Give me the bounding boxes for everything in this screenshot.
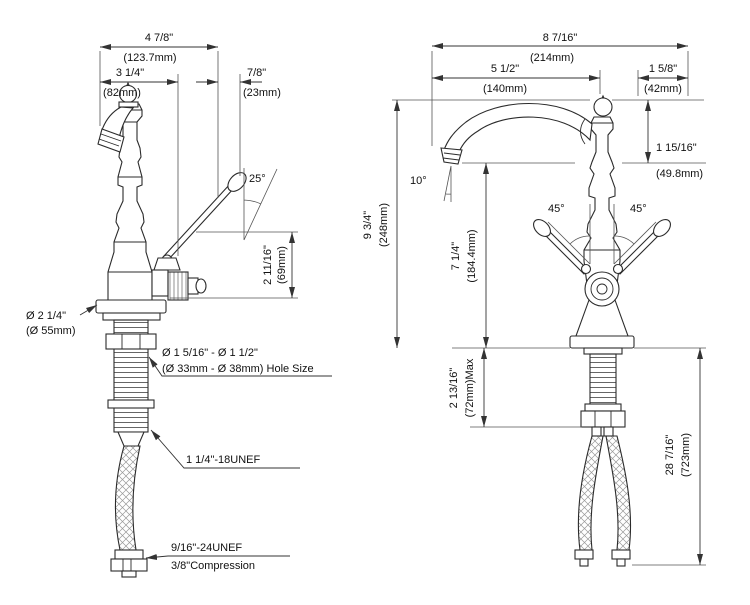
dim-overall-depth-mm: (123.7mm) <box>123 52 176 64</box>
dim-handle-back-in: 7/8" <box>247 67 266 79</box>
dim-handle-height-mm: (69mm) <box>276 246 288 284</box>
front-supply-hose-left <box>577 435 604 551</box>
left-valve-assembly <box>151 257 207 301</box>
front-handle-right <box>612 219 671 275</box>
left-base-flange <box>95 299 167 314</box>
dim-hole-size-mm: (Ø 33mm - Ø 38mm) Hole Size <box>162 363 314 375</box>
front-hose-fittings <box>574 549 631 567</box>
left-finial <box>118 81 139 108</box>
dim-handle-offset-in: 1 5/8" <box>649 63 677 75</box>
left-supply-hose <box>114 445 141 551</box>
front-handle-left-knob <box>533 219 551 237</box>
front-dimensions: 8 7/16" (214mm) 5 1/2" (140mm) 1 5/8" (4… <box>362 32 706 566</box>
front-spout <box>443 103 593 153</box>
left-knurled-nut <box>167 271 189 301</box>
left-mounting-nut <box>105 333 157 350</box>
angle-45-right-lines <box>613 204 657 265</box>
front-faucet <box>440 94 671 567</box>
front-handle-left <box>533 219 592 275</box>
left-washer <box>107 399 155 409</box>
left-extension-lines <box>99 51 298 299</box>
front-extension-lines <box>392 51 706 566</box>
label-hose-thread: 9/16"-24UNEF <box>171 542 242 554</box>
front-valve-body <box>584 271 620 307</box>
front-washer <box>584 403 622 412</box>
left-hose-adapter <box>117 431 145 447</box>
dim-spout-reach-in: 5 1/2" <box>491 63 519 75</box>
dim-spout-height-in: 7 1/4" <box>450 242 462 270</box>
angle-spout-label: 10° <box>410 175 427 187</box>
angle-25-lines <box>243 168 278 241</box>
left-base-step <box>102 312 161 321</box>
dim-deck-thickness-in: 2 13/16" <box>448 368 460 409</box>
leader-hole-size <box>148 356 332 377</box>
left-handle-knob <box>227 172 247 192</box>
dim-hole-size-in: Ø 1 5/16" - Ø 1 1/2" <box>162 347 258 359</box>
front-handle-right-knob <box>653 219 671 237</box>
front-aerator <box>440 147 463 165</box>
dim-overall-height-mm: (248mm) <box>378 203 390 247</box>
left-faucet <box>95 81 247 578</box>
front-base-flange <box>569 335 635 349</box>
leader-base-diameter <box>79 304 98 316</box>
dim-spout-drop-in: 1 15/16" <box>656 142 697 154</box>
dim-spout-to-body-in: 3 1/4" <box>116 67 144 79</box>
dim-overall-width-in: 8 7/16" <box>543 32 578 44</box>
front-supply-hose-right <box>605 435 632 551</box>
front-mounting-nut <box>580 410 626 428</box>
dim-handle-back-mm: (23mm) <box>243 87 281 99</box>
angle-45-left-lines <box>547 204 591 265</box>
dim-hose-length-in: 28 7/16" <box>664 435 676 476</box>
front-column-accents <box>576 122 628 337</box>
dim-base-diameter-mm: (Ø 55mm) <box>26 325 76 337</box>
dim-overall-depth-in: 4 7/8" <box>145 32 173 44</box>
angle-handle-right-label: 45° <box>630 203 647 215</box>
left-dimensions: 4 7/8" (123.7mm) 3 1/4" (82mm) 7/8" (23m… <box>26 32 332 572</box>
angle-10-lines <box>443 165 452 202</box>
left-aerator <box>97 128 125 153</box>
dim-spout-drop-mm: (49.8mm) <box>656 168 703 180</box>
dim-overall-width-mm: (214mm) <box>530 52 574 64</box>
dim-base-diameter-in: Ø 2 1/4" <box>26 310 66 322</box>
angle-handle-label: 25° <box>249 173 266 185</box>
dim-spout-reach-mm: (140mm) <box>483 83 527 95</box>
dim-handle-height-in: 2 11/16" <box>262 245 274 285</box>
front-spout-band <box>580 118 586 145</box>
dim-overall-height-in: 9 3/4" <box>362 211 374 239</box>
left-hose-fitting <box>110 549 148 578</box>
left-handle <box>161 172 247 266</box>
front-view: 8 7/16" (214mm) 5 1/2" (140mm) 1 5/8" (4… <box>362 32 706 567</box>
front-tailpiece-left <box>591 426 602 437</box>
front-tailpiece-right <box>603 426 614 437</box>
front-finial <box>593 94 613 117</box>
dim-spout-to-body-mm: (82mm) <box>103 87 141 99</box>
dim-deck-thickness-mm: (72mm)Max <box>464 358 476 417</box>
front-base-step <box>583 347 623 355</box>
leader-hose-thread <box>145 554 290 560</box>
angle-handle-left-label: 45° <box>548 203 565 215</box>
dim-handle-offset-mm: (42mm) <box>644 83 682 95</box>
left-view: 4 7/8" (123.7mm) 3 1/4" (82mm) 7/8" (23m… <box>26 32 332 578</box>
label-shank-thread: 1 1/4"-18UNEF <box>186 454 260 466</box>
leader-shank-thread <box>150 429 300 469</box>
label-hose-compression: 3/8"Compression <box>171 560 255 572</box>
dim-hose-length-mm: (723mm) <box>680 433 692 477</box>
dim-spout-height-mm: (184.4mm) <box>466 229 478 282</box>
